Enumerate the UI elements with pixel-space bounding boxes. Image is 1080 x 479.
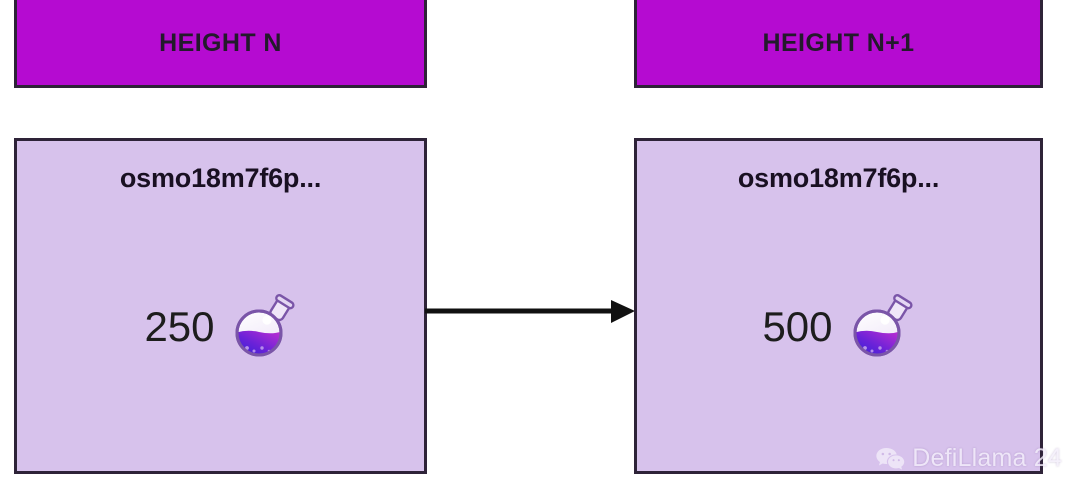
height-n-header-label: HEIGHT N — [159, 28, 282, 57]
potion-bottle-icon — [853, 294, 913, 357]
height-n1-header-block: HEIGHT N+1 — [634, 0, 1043, 88]
height-n1-balance-row: 500 — [637, 293, 1040, 361]
height-n-address-label: osmo18m7f6p... — [119, 163, 322, 193]
transition-arrow — [425, 296, 637, 328]
height-n1-account-block: osmo18m7f6p... 500 — [634, 138, 1043, 474]
height-n-header-block: HEIGHT N — [14, 0, 427, 88]
height-n-balance-row: 250 — [17, 293, 424, 361]
height-n1-header-label: HEIGHT N+1 — [762, 28, 915, 57]
height-n1-balance-amount: 500 — [762, 303, 833, 350]
transition-arrow-icon — [425, 300, 635, 323]
height-n-balance-amount: 250 — [144, 303, 215, 350]
potion-bottle-icon — [235, 294, 295, 357]
height-n1-address-label: osmo18m7f6p... — [737, 163, 940, 193]
height-n-account-block: osmo18m7f6p... 250 — [14, 138, 427, 474]
